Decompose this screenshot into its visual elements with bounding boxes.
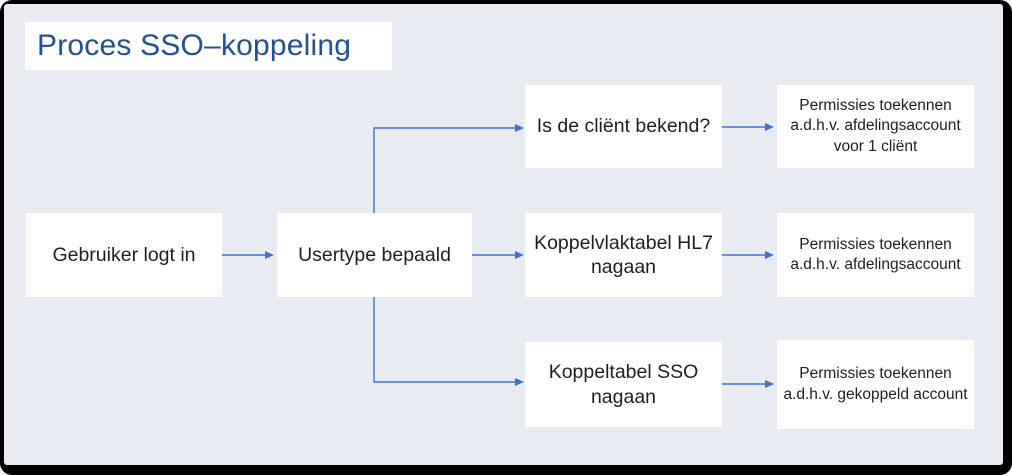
connector-usertype-to-sso (373, 297, 524, 386)
node-label: Koppelvlaktabel HL7 nagaan (534, 231, 713, 278)
connector-lines (222, 123, 774, 388)
node-label: Gebruiker logt in (52, 243, 196, 266)
node-gebruiker-logt-in: Gebruiker logt in (26, 213, 222, 297)
node-label: Permissies toekennen a.d.h.v. afdelingsa… (790, 96, 961, 155)
node-label: Koppeltabel SSO nagaan (548, 361, 699, 408)
node-label: Usertype bepaald (298, 243, 451, 266)
diagram-title-box: Proces SSO–koppeling (25, 22, 392, 70)
node-permissies-gekoppeld-account: Permissies toekennen a.d.h.v. gekoppeld … (777, 340, 974, 429)
node-permissies-afdelingsaccount-1-client: Permissies toekennen a.d.h.v. afdelingsa… (777, 85, 974, 168)
node-koppeltabel-sso-nagaan: Koppeltabel SSO nagaan (525, 342, 722, 427)
node-is-de-client-bekend: Is de cliënt bekend? (525, 85, 722, 168)
diagram-canvas: Proces SSO–koppeling Gebruiker logt in U… (4, 4, 1003, 465)
node-permissies-afdelingsaccount: Permissies toekennen a.d.h.v. afdelingsa… (777, 213, 974, 297)
node-label: Is de cliënt bekend? (536, 115, 711, 138)
connector-usertype-to-client-known (373, 124, 524, 213)
node-label: Permissies toekennen a.d.h.v. gekoppeld … (783, 365, 968, 403)
diagram-title: Proces SSO–koppeling (37, 29, 352, 62)
node-usertype-bepaald: Usertype bepaald (277, 213, 472, 297)
node-koppelvlaktabel-hl7-nagaan: Koppelvlaktabel HL7 nagaan (525, 213, 722, 297)
node-label: Permissies toekennen a.d.h.v. afdelingsa… (790, 235, 961, 273)
